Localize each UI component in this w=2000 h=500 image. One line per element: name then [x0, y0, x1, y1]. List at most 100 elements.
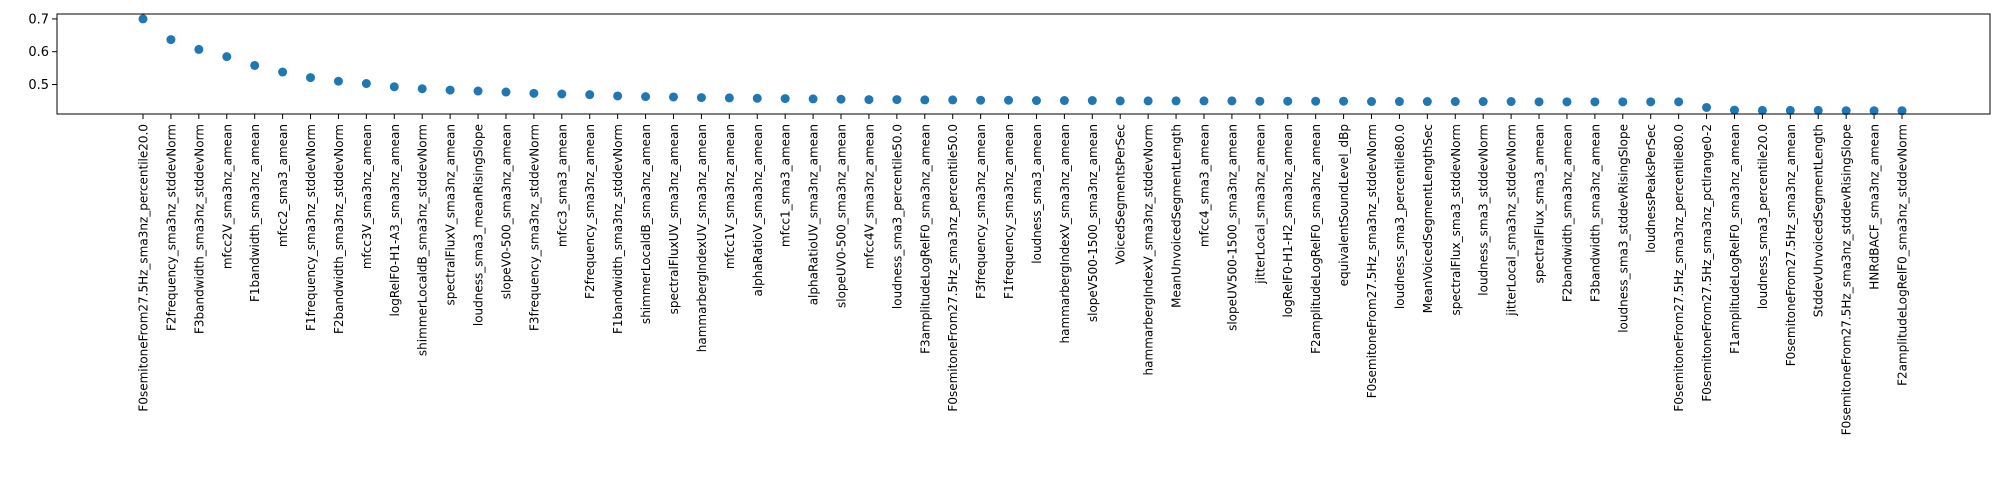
data-point: [1311, 96, 1321, 106]
data-point: [501, 87, 511, 97]
x-tick-label: F0semitoneFrom27.5Hz_sma3nz_percentile20…: [137, 124, 151, 412]
x-tick-label: F2amplitudeLogRelF0_sma3nz_amean: [1309, 124, 1323, 354]
data-point: [250, 60, 260, 70]
x-tick-label: loudnessPeaksPerSec: [1644, 124, 1658, 253]
data-point: [1087, 96, 1097, 106]
data-point: [1283, 96, 1293, 106]
x-tick-label: F0semitoneFrom27.5Hz_sma3nz_percentile50…: [946, 124, 960, 412]
x-tick-label: slopeUV500-1500_sma3nz_amean: [1225, 124, 1239, 331]
x-tick-label: F1amplitudeLogRelF0_sma3nz_amean: [1728, 124, 1742, 354]
data-point: [1785, 105, 1795, 115]
x-tick-label: F0semitoneFrom27.5Hz_sma3nz_pctlrange0-2: [1700, 124, 1714, 402]
data-point: [1674, 97, 1684, 107]
plot-area-frame: [56, 13, 1991, 115]
x-tick-label: F1frequency_sma3nz_stddevNorm: [304, 124, 318, 331]
data-point: [1059, 96, 1069, 106]
x-tick-label: slopeV500-1500_sma3nz_amean: [1086, 124, 1100, 322]
y-axis: 0.50.60.7: [28, 12, 57, 93]
x-tick-label: loudness_sma3_stddevRisingSlope: [1616, 124, 1630, 333]
data-point: [278, 67, 288, 77]
data-point: [808, 94, 818, 104]
data-point: [389, 82, 399, 92]
x-tick-label: F1frequency_sma3nz_amean: [1002, 124, 1016, 299]
x-tick-label: loudness_sma3_percentile50.0: [890, 124, 904, 309]
x-tick-label: slopeV0-500_sma3nz_amean: [499, 124, 513, 299]
data-point: [752, 93, 762, 103]
x-tick-label: mfcc3_sma3_amean: [555, 124, 569, 247]
x-tick-label: F2bandwidth_sma3nz_amean: [1560, 124, 1574, 302]
data-point: [1450, 97, 1460, 107]
x-tick-label: mfcc3V_sma3nz_amean: [360, 124, 374, 269]
x-tick-label: F3bandwidth_sma3nz_amean: [1588, 124, 1602, 302]
x-tick-label: hammarbergIndexUV_sma3nz_amean: [695, 124, 709, 352]
data-point: [1590, 97, 1600, 107]
data-point: [557, 89, 567, 99]
x-tick-label: mfcc2_sma3_amean: [276, 124, 290, 247]
x-tick-label: mfcc2V_sma3nz_amean: [220, 124, 234, 269]
x-tick-label: equivalentSoundLevel_dBp: [1337, 124, 1351, 286]
data-point: [1646, 97, 1656, 107]
x-tick-label: loudness_sma3_percentile80.0: [1393, 124, 1407, 309]
data-point: [948, 95, 958, 105]
data-point: [1422, 97, 1432, 107]
data-points: [138, 14, 1907, 116]
x-tick-label: F3frequency_sma3nz_amean: [974, 124, 988, 299]
x-tick-label: logRelF0-H1-A3_sma3nz_amean: [388, 124, 402, 316]
data-point: [1394, 97, 1404, 107]
data-point: [194, 44, 204, 54]
x-tick-label: HNRdBACF_sma3nz_amean: [1868, 124, 1882, 290]
data-point: [166, 35, 176, 45]
data-point: [892, 95, 902, 105]
data-point: [1115, 96, 1125, 106]
x-tick-label: StddevUnvoicedSegmentLength: [1812, 124, 1826, 317]
x-tick-label: alphaRatioUV_sma3nz_amean: [807, 124, 821, 305]
x-tick-label: shimmerLocaldB_sma3nz_amean: [639, 124, 653, 324]
x-tick-label: jitterLocal_sma3nz_stddevNorm: [1505, 124, 1519, 317]
y-tick-label: 0.7: [28, 12, 49, 27]
x-tick-label: F3bandwidth_sma3nz_stddevNorm: [192, 124, 206, 334]
data-point: [920, 95, 930, 105]
x-tick-label: logRelF0-H1-H2_sma3nz_amean: [1281, 124, 1295, 318]
data-point: [836, 94, 846, 104]
data-point: [1004, 95, 1014, 105]
x-axis: F0semitoneFrom27.5Hz_sma3nz_percentile20…: [137, 114, 1910, 435]
data-point: [1506, 97, 1516, 107]
data-point: [1143, 96, 1153, 106]
data-point: [138, 14, 148, 24]
x-tick-label: F2frequency_sma3nz_stddevNorm: [164, 124, 178, 331]
data-point: [864, 95, 874, 105]
x-tick-label: F0semitoneFrom27.5Hz_sma3nz_percentile80…: [1672, 124, 1686, 412]
data-point: [724, 93, 734, 103]
x-tick-label: MeanUnvoicedSegmentLength: [1170, 124, 1184, 308]
data-point: [641, 92, 651, 102]
data-point: [361, 79, 371, 89]
x-tick-label: F0semitoneFrom27.5Hz_sma3nz_stddevNorm: [1365, 124, 1379, 398]
x-tick-label: slopeUV0-500_sma3nz_amean: [835, 124, 849, 308]
x-tick-label: F1bandwidth_sma3nz_stddevNorm: [611, 124, 625, 334]
data-point: [1227, 96, 1237, 106]
data-point: [1199, 96, 1209, 106]
x-tick-label: F3frequency_sma3nz_stddevNorm: [527, 124, 541, 331]
data-point: [333, 76, 343, 86]
data-point: [668, 92, 678, 102]
x-tick-label: spectralFlux_sma3_amean: [1533, 124, 1547, 283]
x-tick-label: shimmerLocaldB_sma3nz_stddevNorm: [416, 124, 430, 356]
data-point: [1869, 106, 1879, 116]
data-point: [1841, 106, 1851, 116]
x-tick-label: MeanVoicedSegmentLengthSec: [1421, 124, 1435, 313]
data-point: [780, 94, 790, 104]
x-tick-label: loudness_sma3_amean: [1030, 124, 1044, 264]
x-tick-label: loudness_sma3_stddevNorm: [1477, 124, 1491, 296]
data-point: [1702, 102, 1712, 112]
x-tick-label: F0semitoneFrom27.5Hz_sma3nz_amean: [1784, 124, 1798, 366]
y-tick-label: 0.5: [28, 78, 49, 93]
data-point: [417, 84, 427, 94]
x-tick-label: loudness_sma3_meanRisingSlope: [472, 124, 486, 326]
x-tick-label: spectralFluxV_sma3nz_amean: [444, 124, 458, 306]
x-tick-label: F2amplitudeLogRelF0_sma3nz_stddevNorm: [1896, 124, 1910, 386]
data-point: [1757, 105, 1767, 115]
x-tick-label: F0semitoneFrom27.5Hz_sma3nz_stddevRising…: [1840, 124, 1854, 435]
data-point: [306, 73, 316, 83]
